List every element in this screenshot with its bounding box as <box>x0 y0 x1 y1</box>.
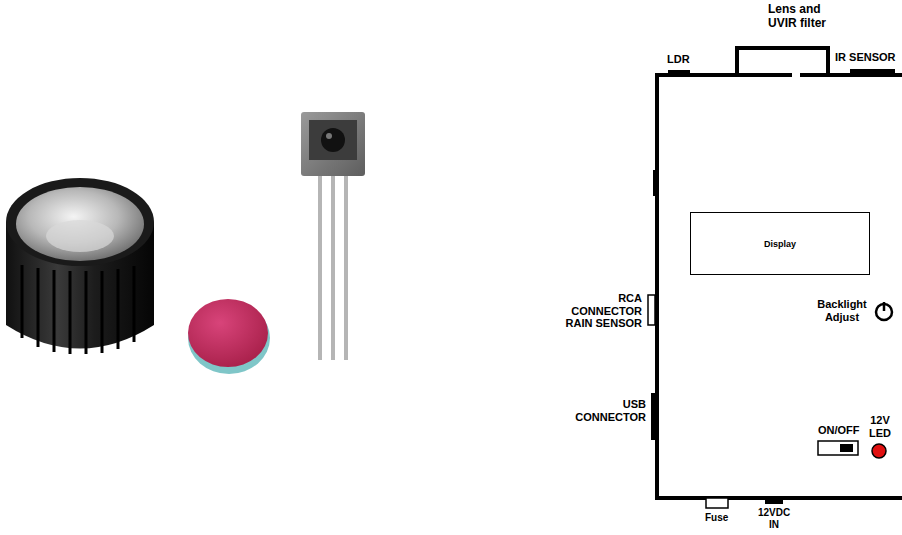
dc-jack <box>765 498 783 504</box>
usb-connector <box>651 393 656 440</box>
sensor-window <box>309 120 357 160</box>
switch-slider <box>840 444 853 452</box>
on-off-switch <box>818 441 858 455</box>
lens-gap <box>792 73 800 78</box>
filter-disc <box>188 299 268 367</box>
lens-filter-label: Lens and UVIR filter <box>768 3 842 31</box>
sensor-glint <box>326 133 332 139</box>
ldr-label: LDR <box>667 53 707 66</box>
display-label: Display <box>758 237 802 251</box>
ir-sensor-part <box>301 112 365 360</box>
usb-label: USB CONNECTOR <box>560 398 646 423</box>
led-dot <box>872 444 886 458</box>
sensor-package <box>301 112 365 176</box>
lens-rim <box>6 178 154 266</box>
fuse-label: Fuse <box>705 512 735 524</box>
side-mark <box>653 170 655 196</box>
housing <box>648 48 902 508</box>
lens-holder <box>6 178 154 354</box>
lens-ribs <box>22 265 134 354</box>
ir-sensor-block <box>850 69 895 77</box>
lens-bracket <box>737 48 828 75</box>
lens-glass-core <box>46 220 114 252</box>
ldr-block <box>668 70 690 77</box>
backlight-label: Backlight Adjust <box>812 298 872 323</box>
sensor-dome <box>321 128 345 152</box>
rca-label: RCA CONNECTOR RAIN SENSOR <box>548 292 642 330</box>
display-box: Display <box>690 212 870 275</box>
ir-sensor-label: IR SENSOR <box>835 51 899 64</box>
led-label: 12V LED <box>864 414 896 439</box>
knob-pointer <box>883 302 886 311</box>
dc-in-label: 12VDC IN <box>752 507 796 530</box>
uvir-filter <box>188 299 270 374</box>
switch-label: ON/OFF <box>818 424 868 437</box>
lens-glass <box>16 187 144 261</box>
fuse-holder <box>706 498 728 508</box>
housing-outline <box>657 75 902 498</box>
rca-connector <box>648 295 655 325</box>
sensor-legs <box>320 172 346 360</box>
